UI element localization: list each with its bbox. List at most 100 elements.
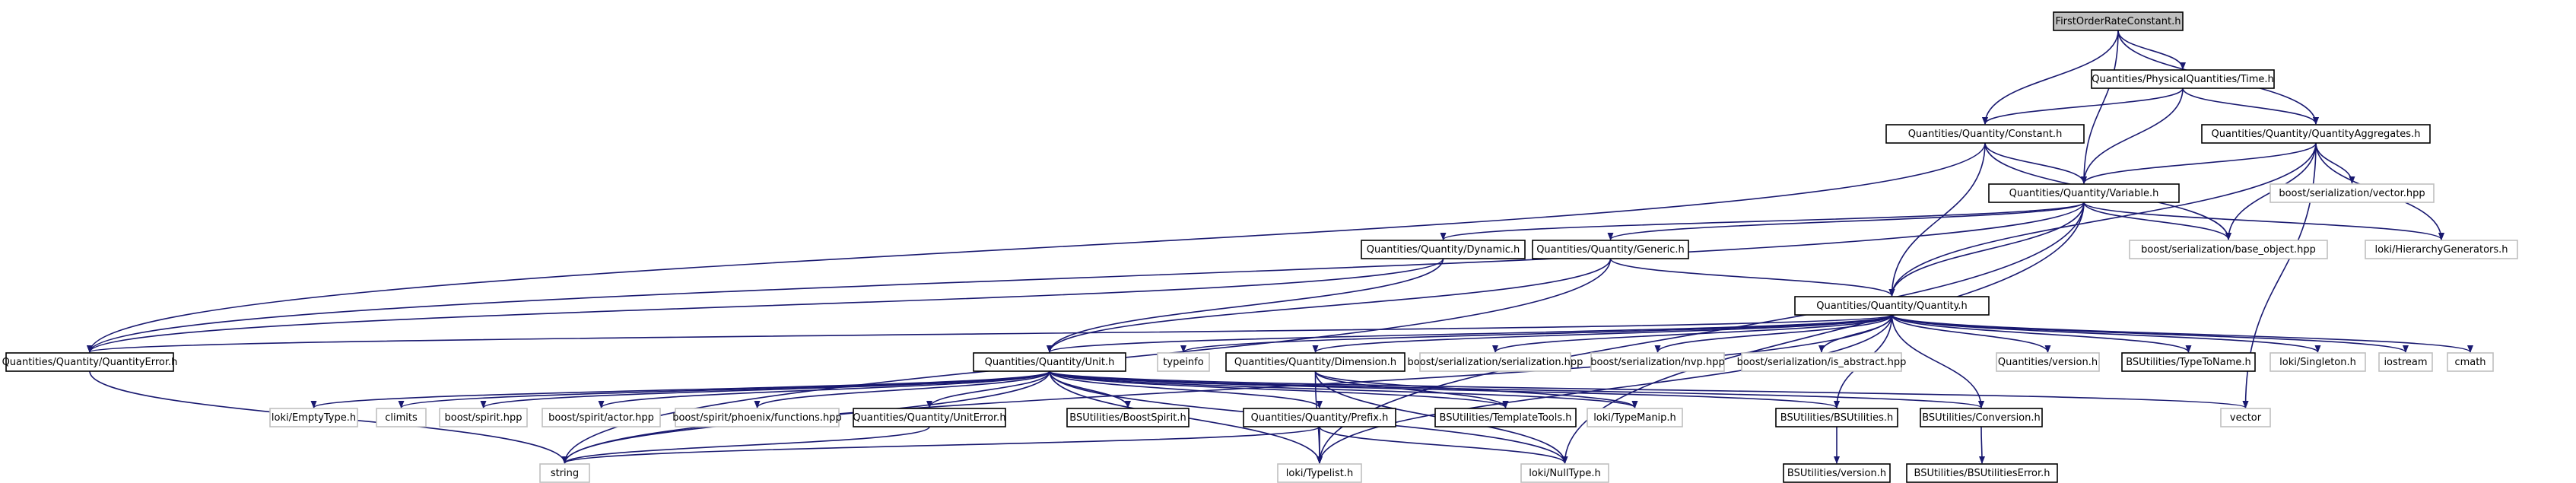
node-label: Quantities/Quantity/Constant.h [1908,129,2063,140]
node-typemanip[interactable]: loki/TypeManip.h [1587,408,1683,427]
node-box [376,408,427,427]
edge-aggregates-to-vector_hpp [2315,142,2355,184]
node-label: string [551,468,579,479]
node-variable[interactable]: Quantities/Quantity/Variable.h [1988,183,2180,203]
node-label: boost/spirit/phoenix/functions.hpp [672,412,842,424]
edge-constant-to-variable [1984,142,2087,184]
node-bsversion[interactable]: BSUtilities/version.h [1783,463,1891,483]
node-box [1434,408,1577,427]
node-box [1066,408,1190,427]
node-bserror[interactable]: BSUtilities/BSUtilitiesError.h [1906,463,2058,483]
node-label: Quantities/Quantity/Dimension.h [1234,357,1396,368]
edge-dimension-to-templatetools [1314,370,1509,408]
edge-quantity-to-qerror [87,314,1893,353]
node-spirit[interactable]: boost/spirit.hpp [439,408,528,427]
node-hiergen[interactable]: loki/HierarchyGenerators.h [2365,240,2518,259]
node-cmath[interactable]: cmath [2447,352,2494,372]
node-unit[interactable]: Quantities/Quantity/Unit.h [973,352,1126,372]
node-emptytype[interactable]: loki/EmptyType.h [269,408,358,427]
node-box [2447,352,2494,372]
node-box [1794,296,1990,316]
node-label: Quantities/Quantity/Dynamic.h [1367,244,1520,256]
node-qversion[interactable]: Quantities/version.h [1996,352,2100,372]
nodes-layer: FirstOrderRateConstant.hQuantities/Physi… [2,11,2518,483]
node-nvp[interactable]: boost/serialization/nvp.hpp [1590,352,1725,372]
node-box [1783,463,1891,483]
node-label: FirstOrderRateConstant.h [2056,16,2181,27]
node-label: boost/serialization/serialization.hpp [1408,357,1583,368]
node-actor[interactable]: boost/spirit/actor.hpp [542,408,661,427]
edge-quantity-to-string [561,314,1893,464]
node-box [2378,352,2433,372]
node-box [2091,69,2275,89]
node-label: boost/spirit.hpp [445,412,523,424]
edge-variable-to-base_object [2083,202,2231,240]
node-constant[interactable]: Quantities/Quantity/Constant.h [1885,124,2085,144]
node-typeinfo[interactable]: typeinfo [1157,352,1210,372]
node-conversion[interactable]: BSUtilities/Conversion.h [1920,408,2043,427]
node-generic[interactable]: Quantities/Quantity/Generic.h [1532,240,1689,259]
node-iostream[interactable]: iostream [2378,352,2433,372]
node-box [1277,463,1362,483]
edge-time-to-constant [1982,87,2184,125]
node-templatetools[interactable]: BSUtilities/TemplateTools.h [1434,408,1577,427]
edge-unit-to-phoenix [754,370,1050,408]
node-ser-ser[interactable]: boost/serialization/serialization.hpp [1408,352,1583,372]
edge-quantity-to-dimension [1312,314,1893,353]
node-boostspirit[interactable]: BSUtilities/BoostSpirit.h [1066,408,1190,427]
edge-generic-to-quantity [1609,258,1895,297]
edge-aggregates-to-variable [2081,142,2317,184]
node-singleton[interactable]: loki/Singleton.h [2269,352,2366,372]
node-dynamic[interactable]: Quantities/Quantity/Dynamic.h [1361,240,1526,259]
edge-dimension-to-typemanip [1314,370,1638,408]
node-aggregates[interactable]: Quantities/Quantity/QuantityAggregates.h [2201,124,2431,144]
node-vector[interactable]: vector [2220,408,2271,427]
node-bsutilities[interactable]: BSUtilities/BSUtilities.h [1775,408,1898,427]
node-uniterror[interactable]: Quantities/Quantity/UnitError.h [853,408,1006,427]
node-typelist[interactable]: loki/Typelist.h [1277,463,1362,483]
node-phoenix[interactable]: boost/spirit/phoenix/functions.hpp [672,408,842,427]
node-root[interactable]: FirstOrderRateConstant.h [2053,11,2184,31]
node-box [973,352,1126,372]
edge-quantity-to-unit [1047,314,1893,353]
edge-variable-to-quantity [1888,202,2085,297]
node-box [1590,352,1725,372]
node-qerror[interactable]: Quantities/Quantity/QuantityError.h [2,352,178,372]
edge-prefix-to-nulltype [1319,426,1568,464]
node-box [1587,408,1683,427]
node-time[interactable]: Quantities/PhysicalQuantities/Time.h [2091,69,2275,89]
node-dimension[interactable]: Quantities/Quantity/Dimension.h [1225,352,1406,372]
edge-unit-to-spirit [480,370,1050,408]
edge-generic-to-unit [1047,258,1612,353]
node-base-object[interactable]: boost/serialization/base_object.hpp [2129,240,2328,259]
node-label: climits [385,412,418,424]
node-climits[interactable]: climits [376,408,427,427]
node-box [2201,124,2431,144]
node-nulltype[interactable]: loki/NullType.h [1520,463,1609,483]
edge-variable-to-hiergen [2083,202,2444,240]
node-quantity[interactable]: Quantities/Quantity/Quantity.h [1794,296,1990,316]
node-label: Quantities/Quantity/UnitError.h [853,412,1005,424]
node-label: Quantities/Quantity/Variable.h [2009,188,2159,199]
node-prefix[interactable]: Quantities/Quantity/Prefix.h [1243,408,1396,427]
edge-unit-to-conversion [1049,370,1984,408]
node-box [1157,352,1210,372]
node-box [1775,408,1898,427]
edge-constant-to-quantity [1888,142,1986,297]
node-box [1361,240,1526,259]
node-label: iostream [2384,357,2427,368]
node-is-abstract[interactable]: boost/serialization/is_abstract.hpp [1737,352,1907,372]
node-box [542,408,661,427]
edge-unit-to-uniterror [926,370,1050,408]
node-box [2269,352,2366,372]
node-box [2121,352,2256,372]
node-vector-hpp[interactable]: boost/serialization/vector.hpp [2269,183,2435,203]
node-string[interactable]: string [539,463,590,483]
node-label: loki/Singleton.h [2279,357,2356,368]
node-label: boost/spirit/actor.hpp [548,412,654,424]
edge-variable-to-generic [1607,202,2085,240]
node-label: boost/serialization/base_object.hpp [2141,244,2316,256]
node-box [539,463,590,483]
node-typetoname[interactable]: BSUtilities/TypeToName.h [2121,352,2256,372]
edge-prefix-to-string [561,426,1320,464]
